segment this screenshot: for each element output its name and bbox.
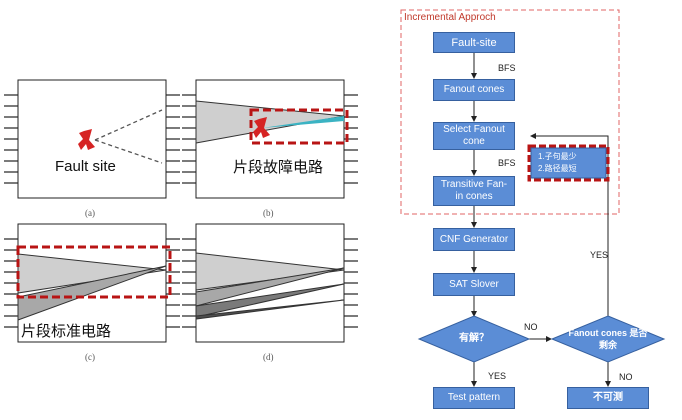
sat-solver-box: SAT Slover [433,273,515,296]
caption-a: (a) [85,208,95,218]
panel-a-circuit [4,79,180,199]
selection-criteria-note-shape [527,144,610,182]
fault-mark-icon [78,129,95,150]
panel-b-circuit [182,79,358,199]
decision-has-solution-shape [417,315,531,363]
untestable-box: 不可测 [567,387,649,409]
select-fanout-cone-box: Select Fanout cone [433,122,515,150]
note-line-1: 1.子句最少 [538,152,577,161]
test-pattern-box: Test pattern [433,387,515,409]
yes-label-2: YES [590,250,609,260]
fragment-fault-circuit-label: 片段故障电路 [233,158,324,176]
decision-remaining-cones-shape [550,315,666,363]
fault-mark-icon [253,117,270,138]
fragment-standard-circuit-label: 片段标准电路 [21,322,112,340]
panel-c-circuit [4,223,180,343]
remaining-cones-label: Fanout cones 是否剩余 [568,328,648,350]
bfs-label-1: BFS [498,63,516,73]
incremental-approach-frame [400,9,620,215]
panel-d-circuit [182,223,358,343]
flow-arrows [471,53,611,387]
no-label-1: NO [524,322,538,332]
no-label-2: NO [619,372,633,382]
caption-d: (d) [263,352,274,362]
fault-site-label: Fault site [55,158,116,175]
cnf-generator-box: CNF Generator [433,228,515,251]
caption-c: (c) [85,352,95,362]
fault-site-box: Fault-site [433,32,515,53]
bfs-label-2: BFS [498,158,516,168]
note-line-2: 2.路径最短 [538,164,577,173]
fanout-cones-box: Fanout cones [433,79,515,101]
has-solution-label: 有解？ [459,333,489,344]
caption-b: (b) [263,208,274,218]
incremental-approach-title: Incremental Approch [404,12,496,23]
transitive-fanin-box: Transitive Fan-in cones [433,176,515,206]
yes-label-1: YES [488,371,507,381]
